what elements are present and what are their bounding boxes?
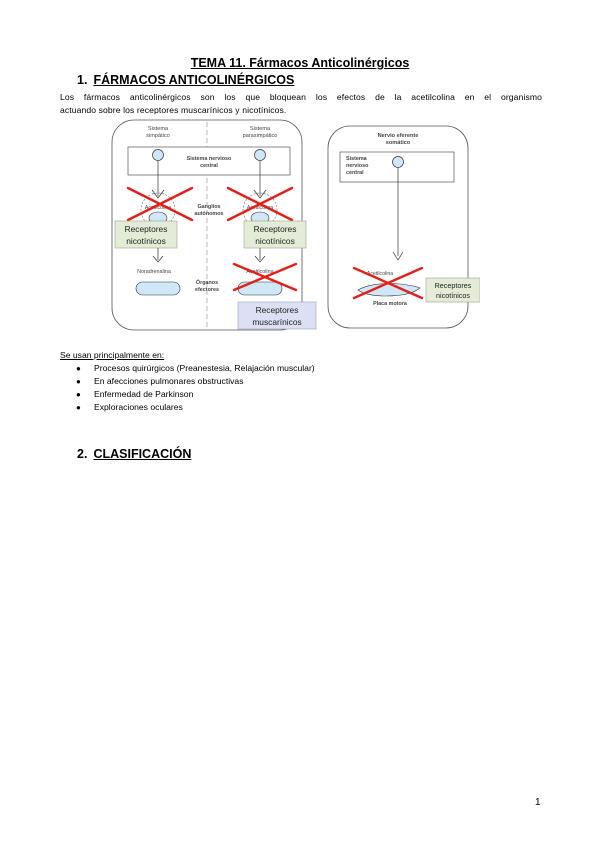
nicotinic-receptor-box	[425, 277, 480, 303]
section-number: 2.	[77, 447, 88, 461]
effector-organ	[237, 281, 283, 296]
block-cross-icon	[226, 186, 294, 222]
list-item: ●En afecciones pulmonares obstructivas	[76, 376, 244, 386]
motor-plate-label: Placa motora	[373, 301, 408, 307]
effector-organ	[135, 281, 181, 296]
acetylcholine-motor-label: Acetilcolina	[367, 271, 393, 277]
acetylcholine-label: Acetilcolina	[145, 205, 171, 211]
acetylcholine-organ-label: Acetilcolina	[246, 269, 273, 275]
neuron-soma	[392, 156, 404, 168]
nicotinic-receptor-box	[243, 220, 307, 249]
bullet-icon: ●	[76, 390, 81, 399]
section-title: CLASIFICACIÓN	[93, 447, 192, 461]
intro-paragraph: Los fármacos anticolinérgicos son los qu…	[60, 91, 542, 116]
list-item: ●Enfermedad de Parkinson	[76, 389, 194, 399]
block-cross-icon	[126, 186, 194, 222]
bullet-icon: ●	[76, 403, 81, 412]
uses-heading: Se usan principalmente en:	[60, 350, 165, 360]
bullet-icon: ●	[76, 377, 81, 386]
page-number: 1	[535, 797, 541, 808]
list-item: ●Procesos quirúrgicos (Preanestesia, Rel…	[76, 363, 315, 373]
intro-line-1: Los fármacos anticolinérgicos son los qu…	[60, 92, 542, 102]
block-cross-icon	[232, 262, 298, 292]
section-heading-2: 2. CLASIFICACIÓN	[77, 447, 191, 461]
nicotinic-receptor-box	[114, 220, 178, 249]
block-cross-icon	[352, 266, 424, 300]
section-title: FÁRMACOS ANTICOLINÉRGICOS	[93, 73, 295, 87]
section-number: 1.	[77, 73, 88, 87]
section-heading-1: 1. FÁRMACOS ANTICOLINÉRGICOS	[77, 73, 294, 87]
intro-line-2: actuando sobre los receptores muscarínic…	[60, 104, 287, 115]
uses-list: ●Procesos quirúrgicos (Preanestesia, Rel…	[60, 362, 315, 414]
page-title: TEMA 11. Fármacos Anticolinérgicos	[190, 56, 410, 70]
acetylcholine-label: Acetilcolina	[247, 205, 273, 211]
ganglion-circle	[242, 192, 278, 228]
ganglion-circle	[140, 192, 176, 228]
bullet-icon: ●	[76, 364, 81, 373]
noradrenaline-label: Noradrenalina	[137, 269, 171, 275]
list-item: ●Exploraciones oculares	[76, 402, 183, 412]
muscarinic-receptor-box	[237, 301, 317, 330]
